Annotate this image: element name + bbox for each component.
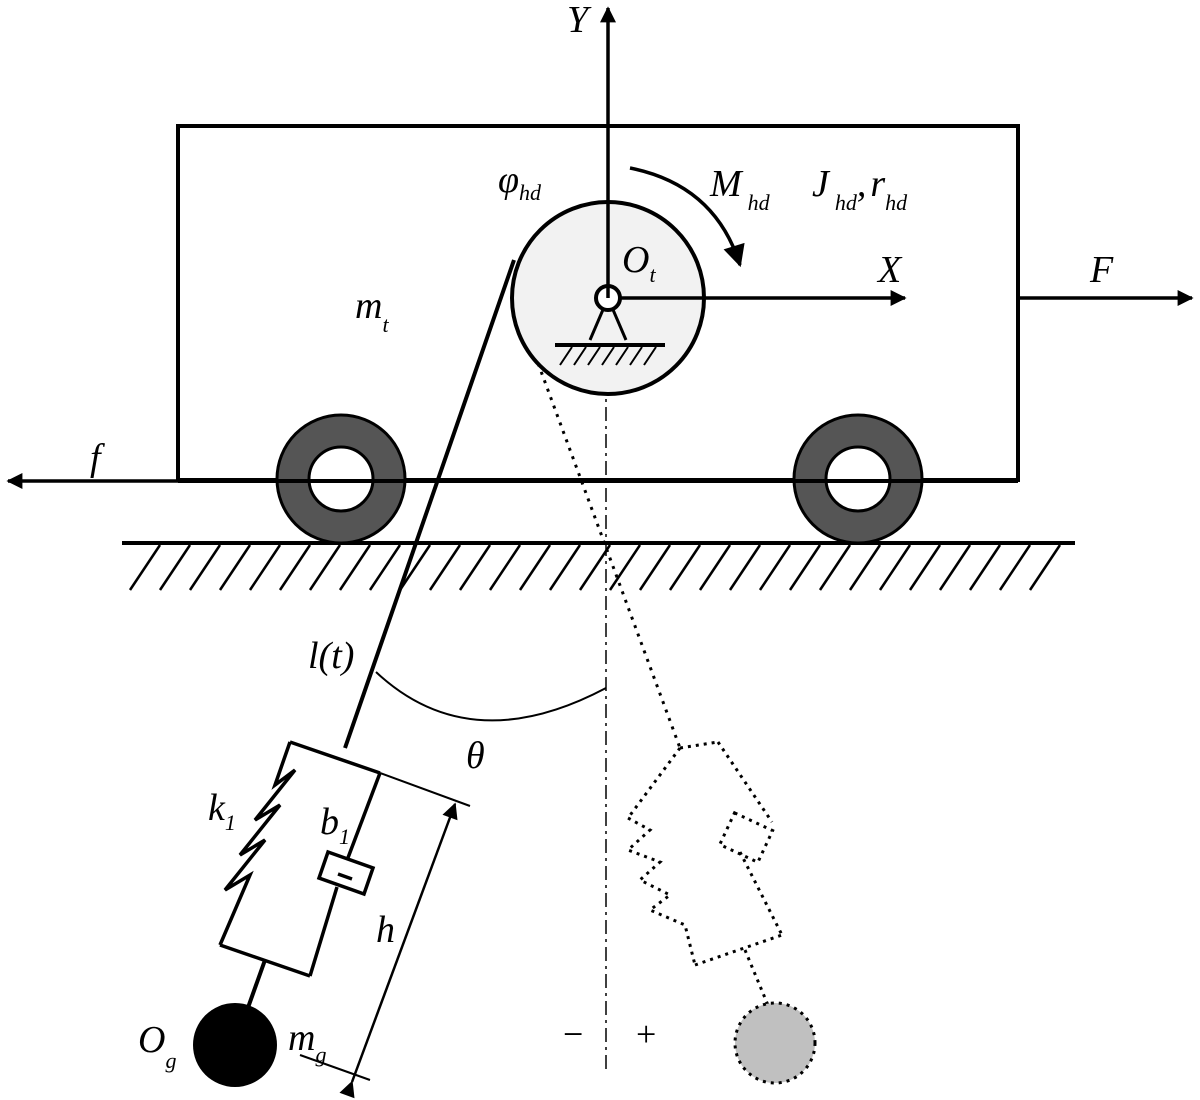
ground-hatch-line	[578, 544, 612, 591]
label-plus: +	[636, 1014, 656, 1054]
ground	[122, 541, 1075, 591]
ground-hatch-line	[338, 544, 372, 591]
ghost-spring-damper	[625, 740, 784, 1011]
ground-hatch-line	[488, 544, 522, 591]
payload-mass	[193, 1003, 277, 1087]
ground-hatch-line	[698, 544, 732, 591]
theta-arc	[375, 671, 607, 722]
pivot-hatch-line	[615, 346, 629, 366]
label-y-axis: Y	[567, 0, 592, 41]
ground-hatch-line	[368, 544, 402, 591]
pivot-hatch-line	[573, 346, 587, 366]
label-F: F	[1089, 249, 1114, 291]
label-theta: θ	[466, 735, 485, 777]
ground-hatch-line	[818, 544, 852, 591]
ground-hatch-line	[968, 544, 1002, 591]
ground-hatch-line	[848, 544, 882, 591]
ground-hatch-line	[128, 544, 162, 591]
label-phi-hd: φhd	[498, 159, 542, 205]
label-O-g: Og	[138, 1019, 176, 1073]
pivot-hatch-line	[587, 346, 601, 366]
ground-hatch-line	[548, 544, 582, 591]
torque-arc	[629, 166, 745, 268]
ground-hatch-line	[758, 544, 792, 591]
pivot-hatch-line	[629, 346, 643, 366]
ground-hatch-line	[938, 544, 972, 591]
ground-hatch-line	[638, 544, 672, 591]
ground-hatch-line	[278, 544, 312, 591]
ground-hatch-line	[728, 544, 762, 591]
pivot-hatch-line	[643, 346, 657, 366]
ground-hatch-line	[308, 544, 342, 591]
length-h-dimension	[299, 772, 471, 1099]
ground-hatch-line	[608, 544, 642, 591]
ghost-payload-mass	[733, 1001, 817, 1085]
damper	[316, 849, 376, 897]
ground-hatch-line	[188, 544, 222, 591]
label-b1: b1	[320, 801, 350, 849]
label-x-axis: X	[876, 249, 903, 291]
ground-hatch-line	[398, 544, 432, 591]
cable	[343, 259, 516, 749]
ground-hatch-line	[998, 544, 1032, 591]
ground-hatch-line	[458, 544, 492, 591]
label-f: f	[90, 437, 105, 479]
ground-hatch-line	[518, 544, 552, 591]
spring-damper	[218, 740, 382, 978]
ground-hatch-line	[158, 544, 192, 591]
label-h: h	[376, 909, 395, 951]
label-m-g: mg	[288, 1017, 326, 1067]
label-O-t: Ot	[622, 239, 656, 287]
ground-hatch-line	[1028, 544, 1062, 591]
spring	[218, 741, 297, 946]
label-l-t: l(t)	[308, 635, 354, 677]
ground-hatch-line	[428, 544, 462, 591]
label-k1: k1	[208, 787, 236, 835]
ground-hatch-line	[908, 544, 942, 591]
ground-hatch-line	[218, 544, 252, 591]
ghost-cable	[533, 354, 682, 749]
label-minus: −	[563, 1014, 583, 1054]
pivot-hatch-line	[601, 346, 615, 366]
ground-hatch-line	[878, 544, 912, 591]
ground-hatch-line	[788, 544, 822, 591]
ground-hatch-line	[668, 544, 702, 591]
label-m-t: mt	[355, 285, 389, 337]
pivot-hatch-line	[559, 346, 573, 366]
ground-hatch-line	[248, 544, 282, 591]
